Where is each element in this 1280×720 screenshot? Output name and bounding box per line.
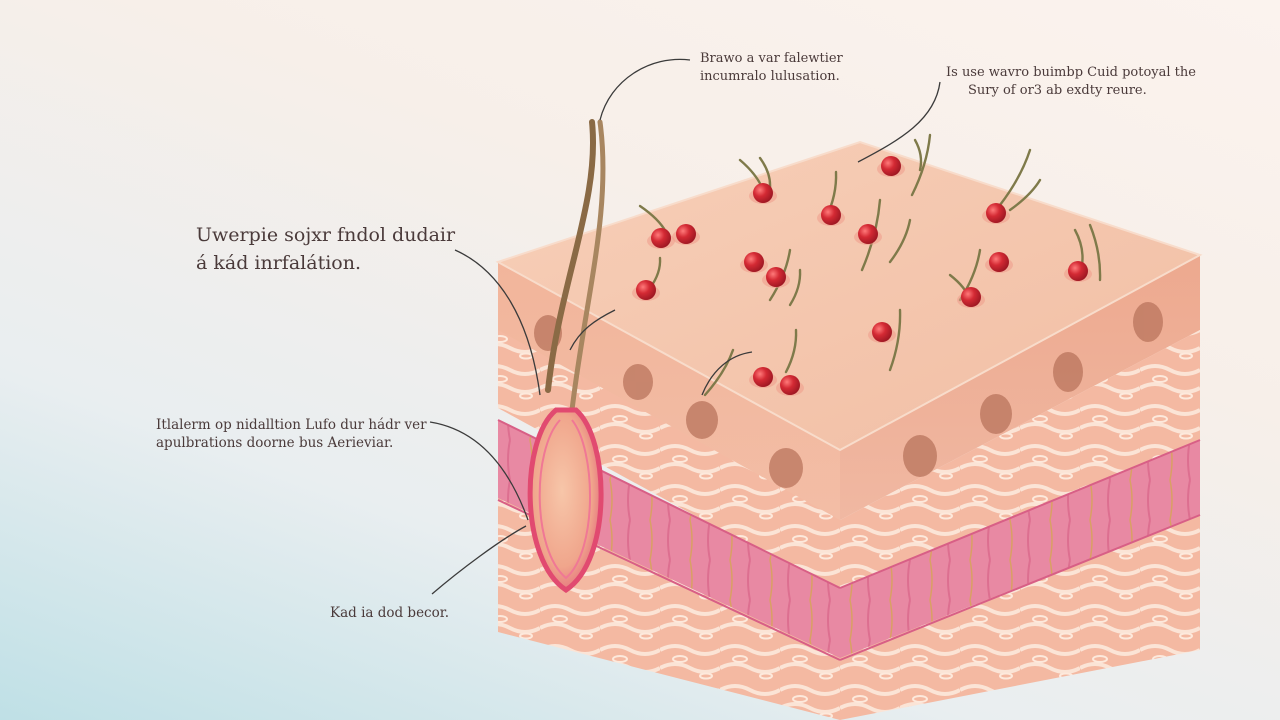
red-bump-icon <box>780 375 800 395</box>
callout-bottom-left: Kad ia dod becor. <box>330 604 449 622</box>
callout-middle-left-line2: apulbrations doorne bus Aerieviar. <box>156 435 394 452</box>
hair-strand-icon <box>703 348 735 397</box>
hair-strand-icon <box>998 148 1032 207</box>
red-bump-icon <box>744 252 764 272</box>
callout-middle-left: Itlalerm op nidalltion Lufo dur hádr ver… <box>156 416 427 452</box>
red-bump-icon <box>676 224 696 244</box>
callout-main-line2: á kád inrfalátion. <box>196 251 361 274</box>
hair-strand-icon <box>913 138 923 172</box>
callout-bottom-left-line1: Kad ia dod becor. <box>330 605 450 621</box>
red-bump-icon <box>753 367 773 387</box>
callout-top-right: Is use wavro buimbp Cuid potoyal the Sur… <box>946 64 1196 99</box>
callout-main: Uwerpie sojxr fndol dudair á kád inrfalá… <box>196 222 455 277</box>
callout-top-right-line1: Is use wavro buimbp Cuid potoyal the <box>946 65 1196 80</box>
red-bump-icon <box>636 280 656 300</box>
red-bump-icon <box>766 267 786 287</box>
red-bump-icon <box>961 287 981 307</box>
red-bump-icon <box>881 156 901 176</box>
hair-strand-icon <box>1088 223 1102 282</box>
dermis-upper-left <box>498 330 840 595</box>
hair-strand-icon <box>888 308 902 372</box>
callout-top-right-line2: Sury of or3 ab exdty reure. <box>968 82 1147 98</box>
callout-middle-left-line1: Itlalerm op nidalltion Lufo dur hádr ver <box>156 417 427 433</box>
hair-strand-icon <box>784 328 798 374</box>
hair-strand-icon <box>1008 178 1042 212</box>
red-bump-icon <box>651 228 671 248</box>
red-bump-icon <box>753 183 773 203</box>
dermis-lower-right <box>840 515 1200 720</box>
red-bump-icon <box>858 224 878 244</box>
red-bump-icon <box>872 322 892 342</box>
hair-strand-icon <box>788 268 802 307</box>
leader-lines <box>429 58 941 595</box>
red-bump-icon <box>821 205 841 225</box>
hair-strand-icon <box>910 133 932 197</box>
red-bump-icon <box>986 203 1006 223</box>
red-bump-icon <box>1068 261 1088 281</box>
callout-top-left: Brawo a var falewtier incumralo lulusati… <box>700 50 843 85</box>
hair-strand-icon <box>758 156 772 190</box>
red-bump-icon <box>989 252 1009 272</box>
surface-bumps-group <box>632 133 1102 397</box>
inflamed-band-right <box>840 440 1200 660</box>
callout-top-left-line1: Brawo a var falewtier <box>700 51 843 66</box>
hair-follicle <box>527 119 606 593</box>
dermis-upper-right <box>840 330 1200 590</box>
callout-top-left-line2: incumralo lulusation. <box>700 68 840 84</box>
hair-strand-icon <box>888 218 912 264</box>
skin-surface-top <box>495 140 1203 452</box>
callout-main-line1: Uwerpie sojxr fndol dudair <box>196 224 456 246</box>
